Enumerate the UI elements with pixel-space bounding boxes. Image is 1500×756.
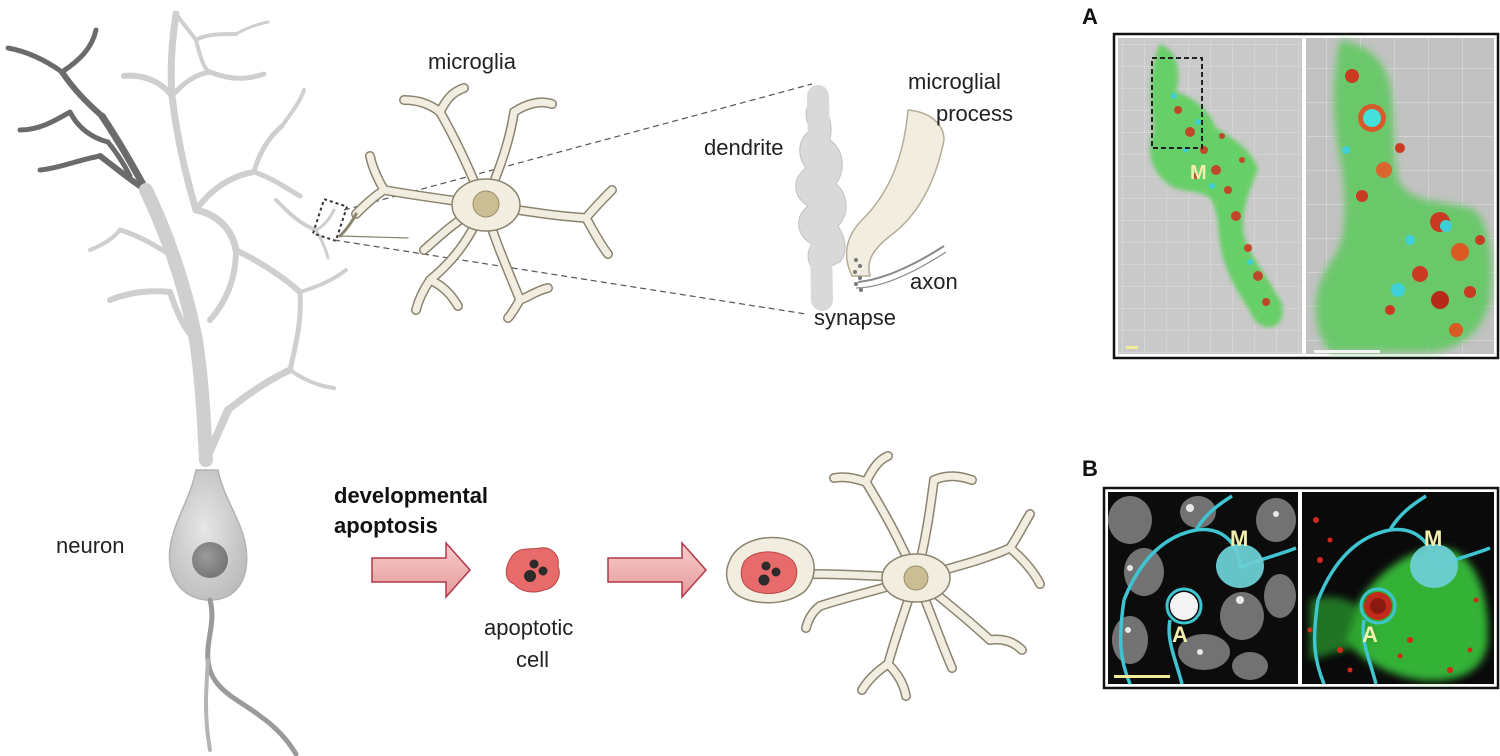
panel-b-marker-a-right: A xyxy=(1362,622,1378,647)
synapse-label: synapse xyxy=(814,305,896,330)
arrow-1 xyxy=(371,541,472,599)
panel-b-image xyxy=(1102,486,1500,690)
panel-b-letter: B xyxy=(1082,456,1098,481)
axon-label: axon xyxy=(910,269,958,294)
developmental-label-line2: apoptosis xyxy=(334,513,438,538)
apoptotic-cell-illustration xyxy=(505,547,560,593)
synapse-detail xyxy=(795,85,947,311)
panel-b-marker-m-left: M xyxy=(1230,526,1249,551)
apoptotic-cell-label-line1: apoptotic xyxy=(484,615,574,640)
microglia-label: microglia xyxy=(428,49,517,74)
zoom-line-top xyxy=(343,83,813,211)
panel-a-letter: A xyxy=(1082,4,1098,29)
panel-b-marker-a-left: A xyxy=(1172,622,1188,647)
panel-a-marker-m: M xyxy=(1190,162,1207,184)
developmental-label-line1: developmental xyxy=(334,483,489,508)
microglial-process-label-line1: microglial xyxy=(908,69,1001,94)
neuron-illustration xyxy=(5,10,348,756)
apoptotic-cell-label-line2: cell xyxy=(516,647,550,672)
phagocytic-microglia xyxy=(725,451,1045,701)
panel-b-marker-m-right: M xyxy=(1424,526,1443,551)
zoom-line-bottom xyxy=(333,239,807,315)
synapse-zoom-box xyxy=(311,197,349,243)
arrow-2 xyxy=(607,541,708,599)
dendrite-label: dendrite xyxy=(704,135,784,160)
microglia-illustration xyxy=(338,83,617,323)
panel-a-image xyxy=(1112,32,1500,360)
neuron-label: neuron xyxy=(56,533,125,558)
microglial-process-label-line2: process xyxy=(936,101,1014,126)
